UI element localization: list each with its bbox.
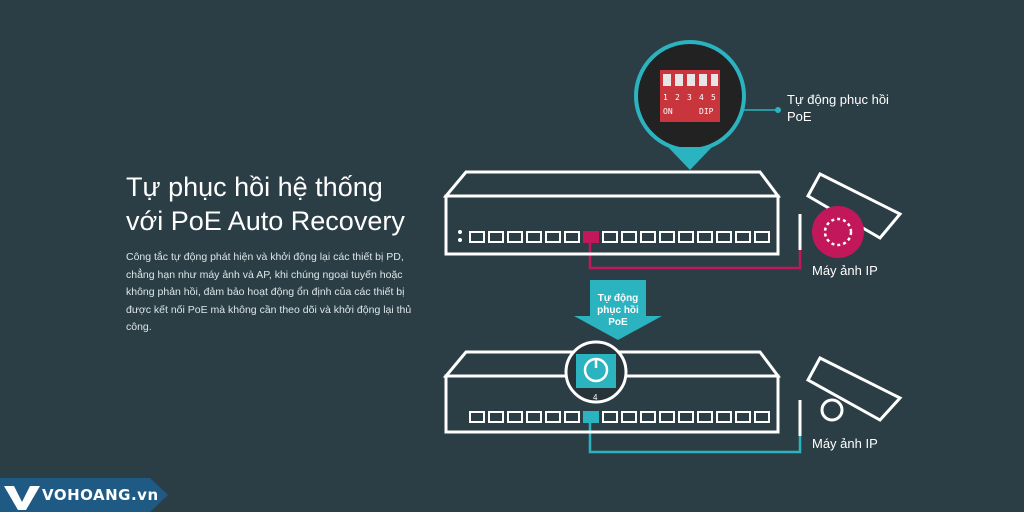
- dip-number-5: 5: [711, 93, 716, 102]
- ethernet-port: [754, 231, 770, 243]
- ethernet-port: [602, 231, 618, 243]
- ethernet-port: [640, 411, 656, 423]
- ethernet-port: [602, 411, 618, 423]
- ethernet-port: [621, 411, 637, 423]
- ethernet-port: [545, 231, 561, 243]
- ethernet-port: [697, 231, 713, 243]
- teal-link-line: [588, 420, 802, 454]
- ethernet-port: [469, 411, 485, 423]
- port-row-top: [469, 231, 770, 243]
- ethernet-port: [545, 411, 561, 423]
- switch-top: [442, 170, 781, 256]
- port-zoom: 4: [564, 340, 628, 404]
- ethernet-port: [716, 231, 732, 243]
- ethernet-port: [526, 411, 542, 423]
- dip-dip-text: DIP: [699, 107, 714, 116]
- ethernet-port: [621, 231, 637, 243]
- ethernet-port: [469, 231, 485, 243]
- description: Công tắc tự động phát hiện và khởi động …: [126, 251, 412, 334]
- dip-number-4: 4: [699, 93, 704, 102]
- headline: Tự phục hồi hệ thống với PoE Auto Recove…: [126, 170, 446, 238]
- ethernet-port: [526, 231, 542, 243]
- camera-label-top: Máy ảnh IP: [812, 263, 878, 278]
- ethernet-port: [507, 231, 523, 243]
- auto-recovery-label: Tự động phục hồi PoE: [787, 92, 889, 124]
- dip-number-2: 2: [675, 93, 680, 102]
- dip-number-1: 1: [663, 93, 668, 102]
- ethernet-port: [488, 411, 504, 423]
- camera-offline-badge: [812, 206, 864, 258]
- ip-camera-bottom: [798, 356, 903, 436]
- dip-on-text: ON: [663, 107, 673, 116]
- ip-camera-top: [798, 172, 903, 258]
- recovery-arrow: [574, 280, 662, 340]
- ethernet-port: [754, 411, 770, 423]
- ethernet-port: [716, 411, 732, 423]
- callout-pointer: [668, 147, 712, 170]
- ethernet-port: [564, 411, 580, 423]
- ethernet-port: [659, 411, 675, 423]
- dip-switch-callout: 1 2 3 4 5 ON DIP: [634, 40, 781, 170]
- arrow-label: Tự động phục hồi PoE: [597, 293, 639, 328]
- ethernet-port: [735, 231, 751, 243]
- ethernet-port: [583, 231, 599, 243]
- ethernet-port: [678, 231, 694, 243]
- ethernet-port: [678, 411, 694, 423]
- headline-line-1: Tự phục hồi hệ thống: [126, 172, 383, 202]
- ethernet-port: [640, 231, 656, 243]
- ethernet-port: [697, 411, 713, 423]
- ethernet-port: [564, 231, 580, 243]
- loading-spinner-icon: [823, 217, 853, 247]
- headline-line-2: với PoE Auto Recovery: [126, 206, 405, 236]
- port-row-bottom: [469, 411, 770, 423]
- ethernet-port: [659, 231, 675, 243]
- ethernet-port: [735, 411, 751, 423]
- ethernet-port: [583, 411, 599, 423]
- dip-number-3: 3: [687, 93, 692, 102]
- switch-bottom: [442, 350, 781, 434]
- camera-label-bottom: Máy ảnh IP: [812, 436, 878, 451]
- ethernet-port: [507, 411, 523, 423]
- brand-name[interactable]: VOHOANG.vn: [42, 486, 159, 504]
- ethernet-port: [488, 231, 504, 243]
- brand-logo-icon: [4, 486, 40, 510]
- brand-banner: [0, 478, 168, 512]
- port-zoom-number: 4: [593, 393, 598, 402]
